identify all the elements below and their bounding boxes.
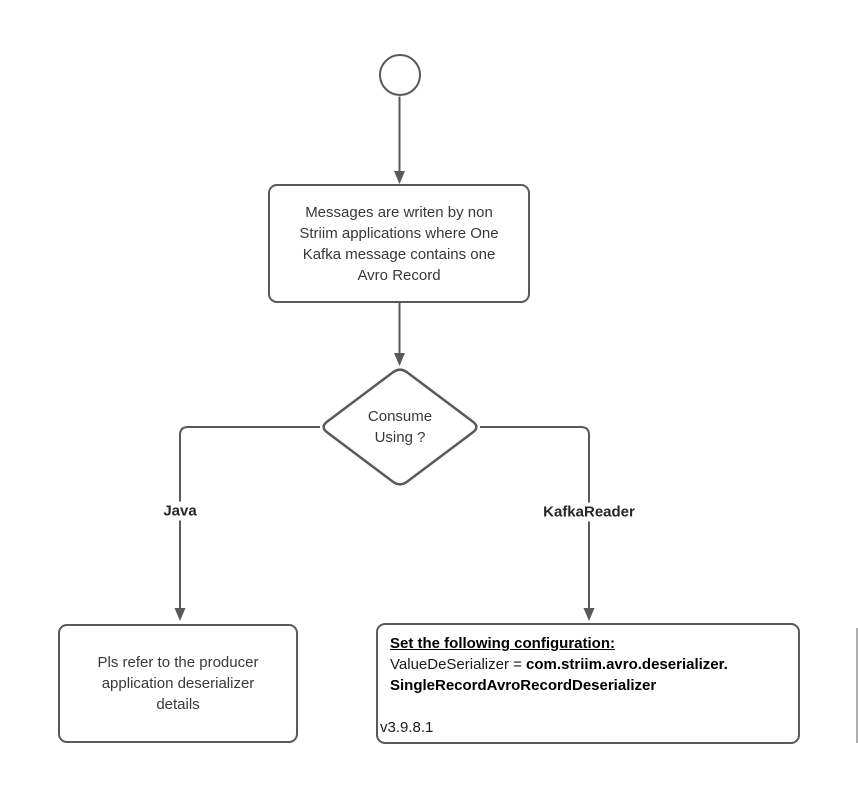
producer-line: details [156,696,200,713]
edge-decision-to-producer [179,426,320,608]
edge-label-java: Java [160,501,200,521]
producer-node: Pls refer to the producer application de… [58,624,298,743]
clipped-shape-edge [856,628,858,743]
arrowhead-decision [394,353,405,366]
arrowhead-message [394,171,405,184]
decision-node-shape [322,368,478,486]
decision-line: Using ? [374,429,426,446]
producer-line: application deserializer [101,675,255,692]
message-line: Kafka message contains one [302,245,496,263]
decision-node-label: Consume Using ? [320,406,480,448]
config-line: ValueDeSerializer = com.striim.avro.dese… [390,654,790,675]
config-value-part2: SingleRecordAvroRecordDeserializer [390,677,657,694]
config-node: Set the following configuration: ValueDe… [376,623,800,744]
producer-line: Pls refer to the producer [97,654,259,671]
version-text: v3.9.8.1 [380,719,434,736]
message-line: Striim applications where One [299,224,499,242]
message-node: Messages are writen by non Striim applic… [268,184,530,303]
message-line: Avro Record [357,266,441,284]
edge-label-kafkareader: KafkaReader [540,502,638,522]
start-node [379,54,421,96]
edge-decision-to-config [480,426,590,608]
config-node-content: Set the following configuration: ValueDe… [378,625,798,738]
config-heading: Set the following configuration: [390,635,615,652]
config-key: ValueDeSerializer = [390,656,527,673]
config-value-part1: com.striim.avro.deserializer. [526,656,728,673]
arrowhead-config [583,608,595,621]
message-line: Messages are writen by non [305,203,493,221]
decision-line: Consume [367,408,433,425]
arrowhead-producer [174,608,186,621]
